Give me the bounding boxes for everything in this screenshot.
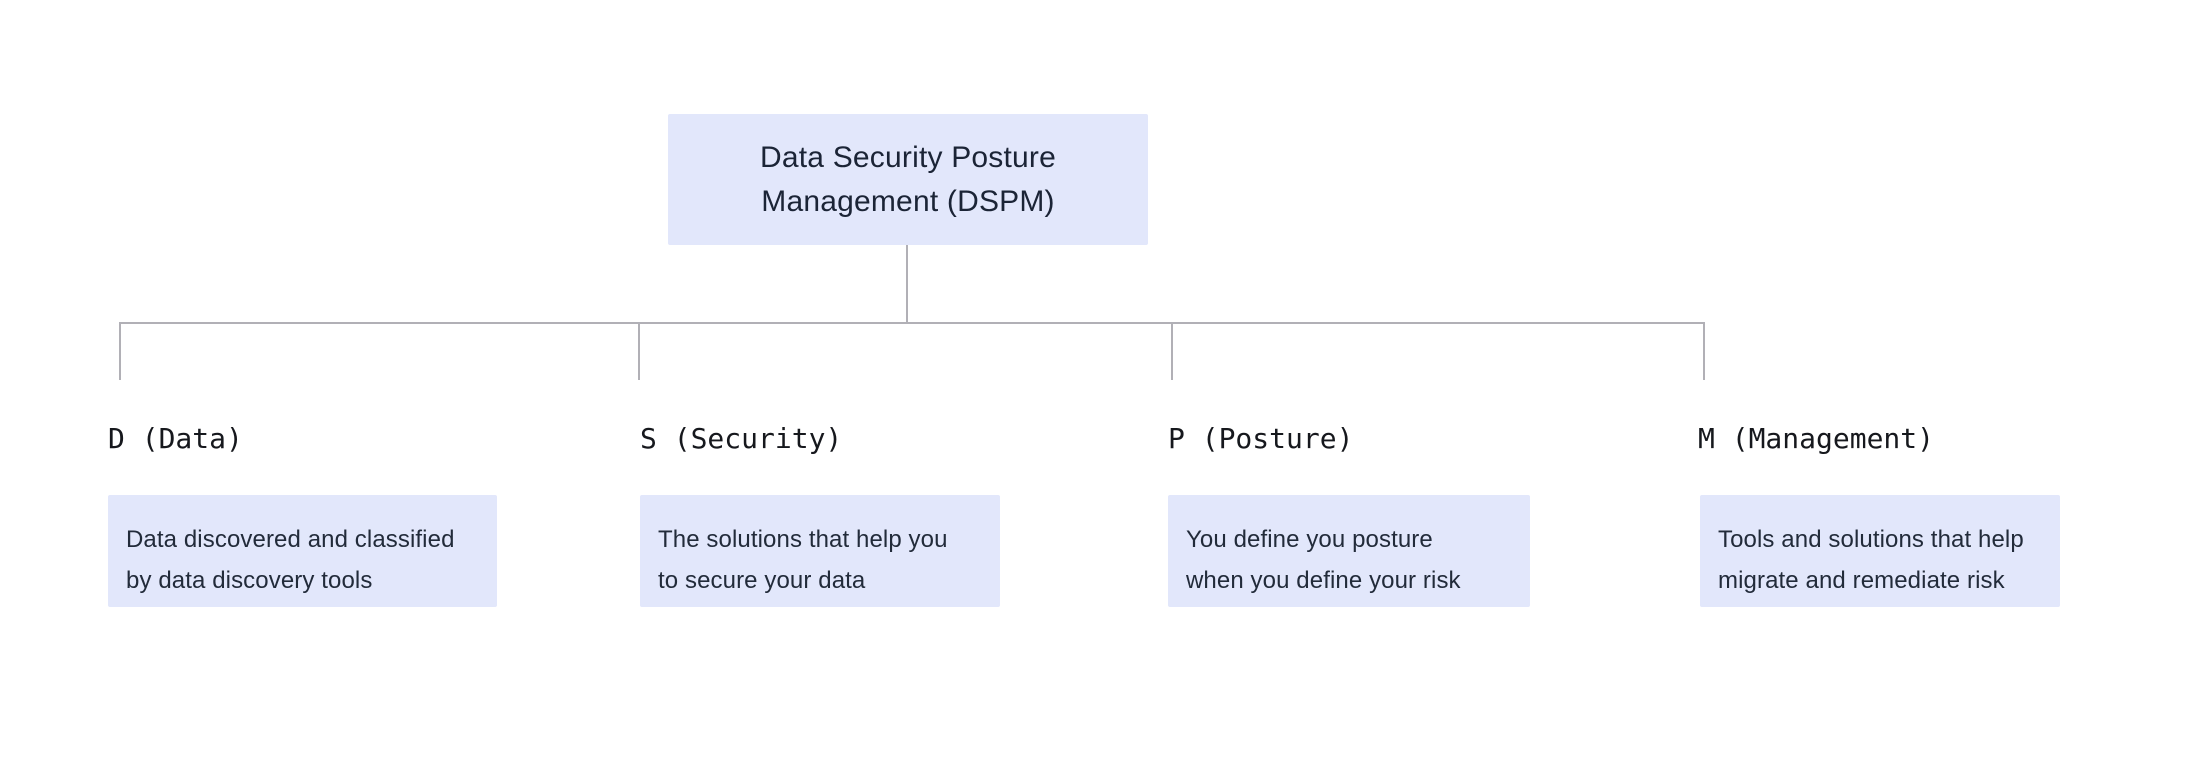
branch-description-posture: You define you posture when you define y… xyxy=(1168,495,1530,607)
connector-drop-posture xyxy=(1171,322,1173,380)
branch-description-data: Data discovered and classified by data d… xyxy=(108,495,497,607)
connector-root-vertical xyxy=(906,245,908,323)
branch-description-security-line-2: to secure your data xyxy=(658,567,866,594)
branch-description-posture-line-1: You define you posture xyxy=(1186,526,1433,553)
branch-description-data-line-2: by data discovery tools xyxy=(126,567,373,594)
connector-drop-security xyxy=(638,322,640,380)
branch-description-management: Tools and solutions that help migrate an… xyxy=(1700,495,2060,607)
branch-description-data-line-1: Data discovered and classified xyxy=(126,526,455,553)
root-title-line-2: Management (DSPM) xyxy=(761,184,1055,218)
branch-label-security: S (Security) xyxy=(640,422,843,455)
connector-horizontal xyxy=(119,322,1705,324)
branch-description-security-line-1: The solutions that help you xyxy=(658,526,948,553)
branch-description-security: The solutions that help you to secure yo… xyxy=(640,495,1000,607)
connector-drop-data xyxy=(119,322,121,380)
branch-description-management-line-1: Tools and solutions that help xyxy=(1718,526,2024,553)
branch-label-data: D (Data) xyxy=(108,422,243,455)
branch-description-management-line-2: migrate and remediate risk xyxy=(1718,567,2005,594)
branch-description-posture-line-2: when you define your risk xyxy=(1186,567,1461,594)
branch-label-management: M (Management) xyxy=(1698,422,1935,455)
branch-label-posture: P (Posture) xyxy=(1168,422,1354,455)
connector-drop-management xyxy=(1703,322,1705,380)
root-node-dspm: Data Security Posture Management (DSPM) xyxy=(668,114,1148,245)
root-title-line-1: Data Security Posture xyxy=(760,140,1056,174)
